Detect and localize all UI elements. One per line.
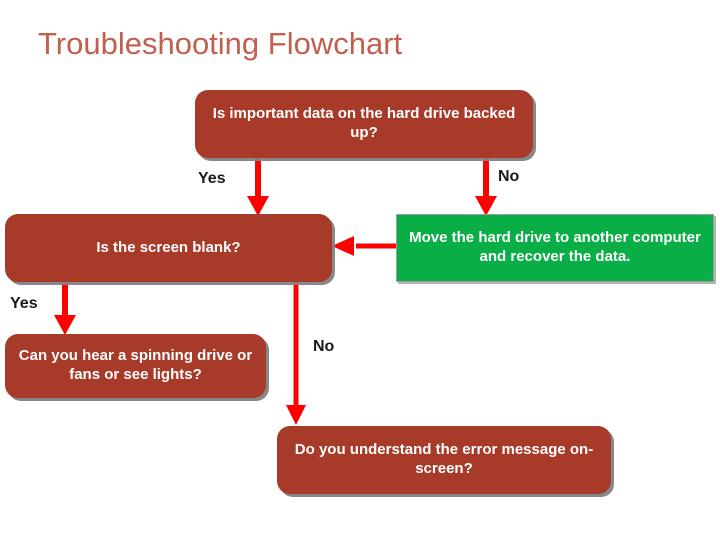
connector-screen-yes-arrow <box>52 281 78 337</box>
node-screen-blank-question[interactable]: Is the screen blank? <box>5 214 332 282</box>
edge-label-screen-yes: Yes <box>10 295 38 312</box>
connector-recover-to-screen-arrow <box>330 232 400 260</box>
node-recover-data-action[interactable]: Move the hard drive to another computer … <box>396 214 714 282</box>
edge-label-screen-no: No <box>313 338 335 355</box>
node-spinning-drive-question[interactable]: Can you hear a spinning drive or fans or… <box>5 334 266 398</box>
connector-backup-yes-arrow <box>245 156 271 218</box>
node-error-message-question[interactable]: Do you understand the error message on-s… <box>277 426 611 494</box>
connector-backup-no-arrow <box>473 156 499 218</box>
page-title: Troubleshooting Flowchart <box>38 26 403 61</box>
node-backup-question[interactable]: Is important data on the hard drive back… <box>195 90 533 158</box>
edge-label-backup-yes: Yes <box>198 170 226 187</box>
connector-screen-no-arrow <box>283 281 309 427</box>
edge-label-backup-no: No <box>498 168 520 185</box>
